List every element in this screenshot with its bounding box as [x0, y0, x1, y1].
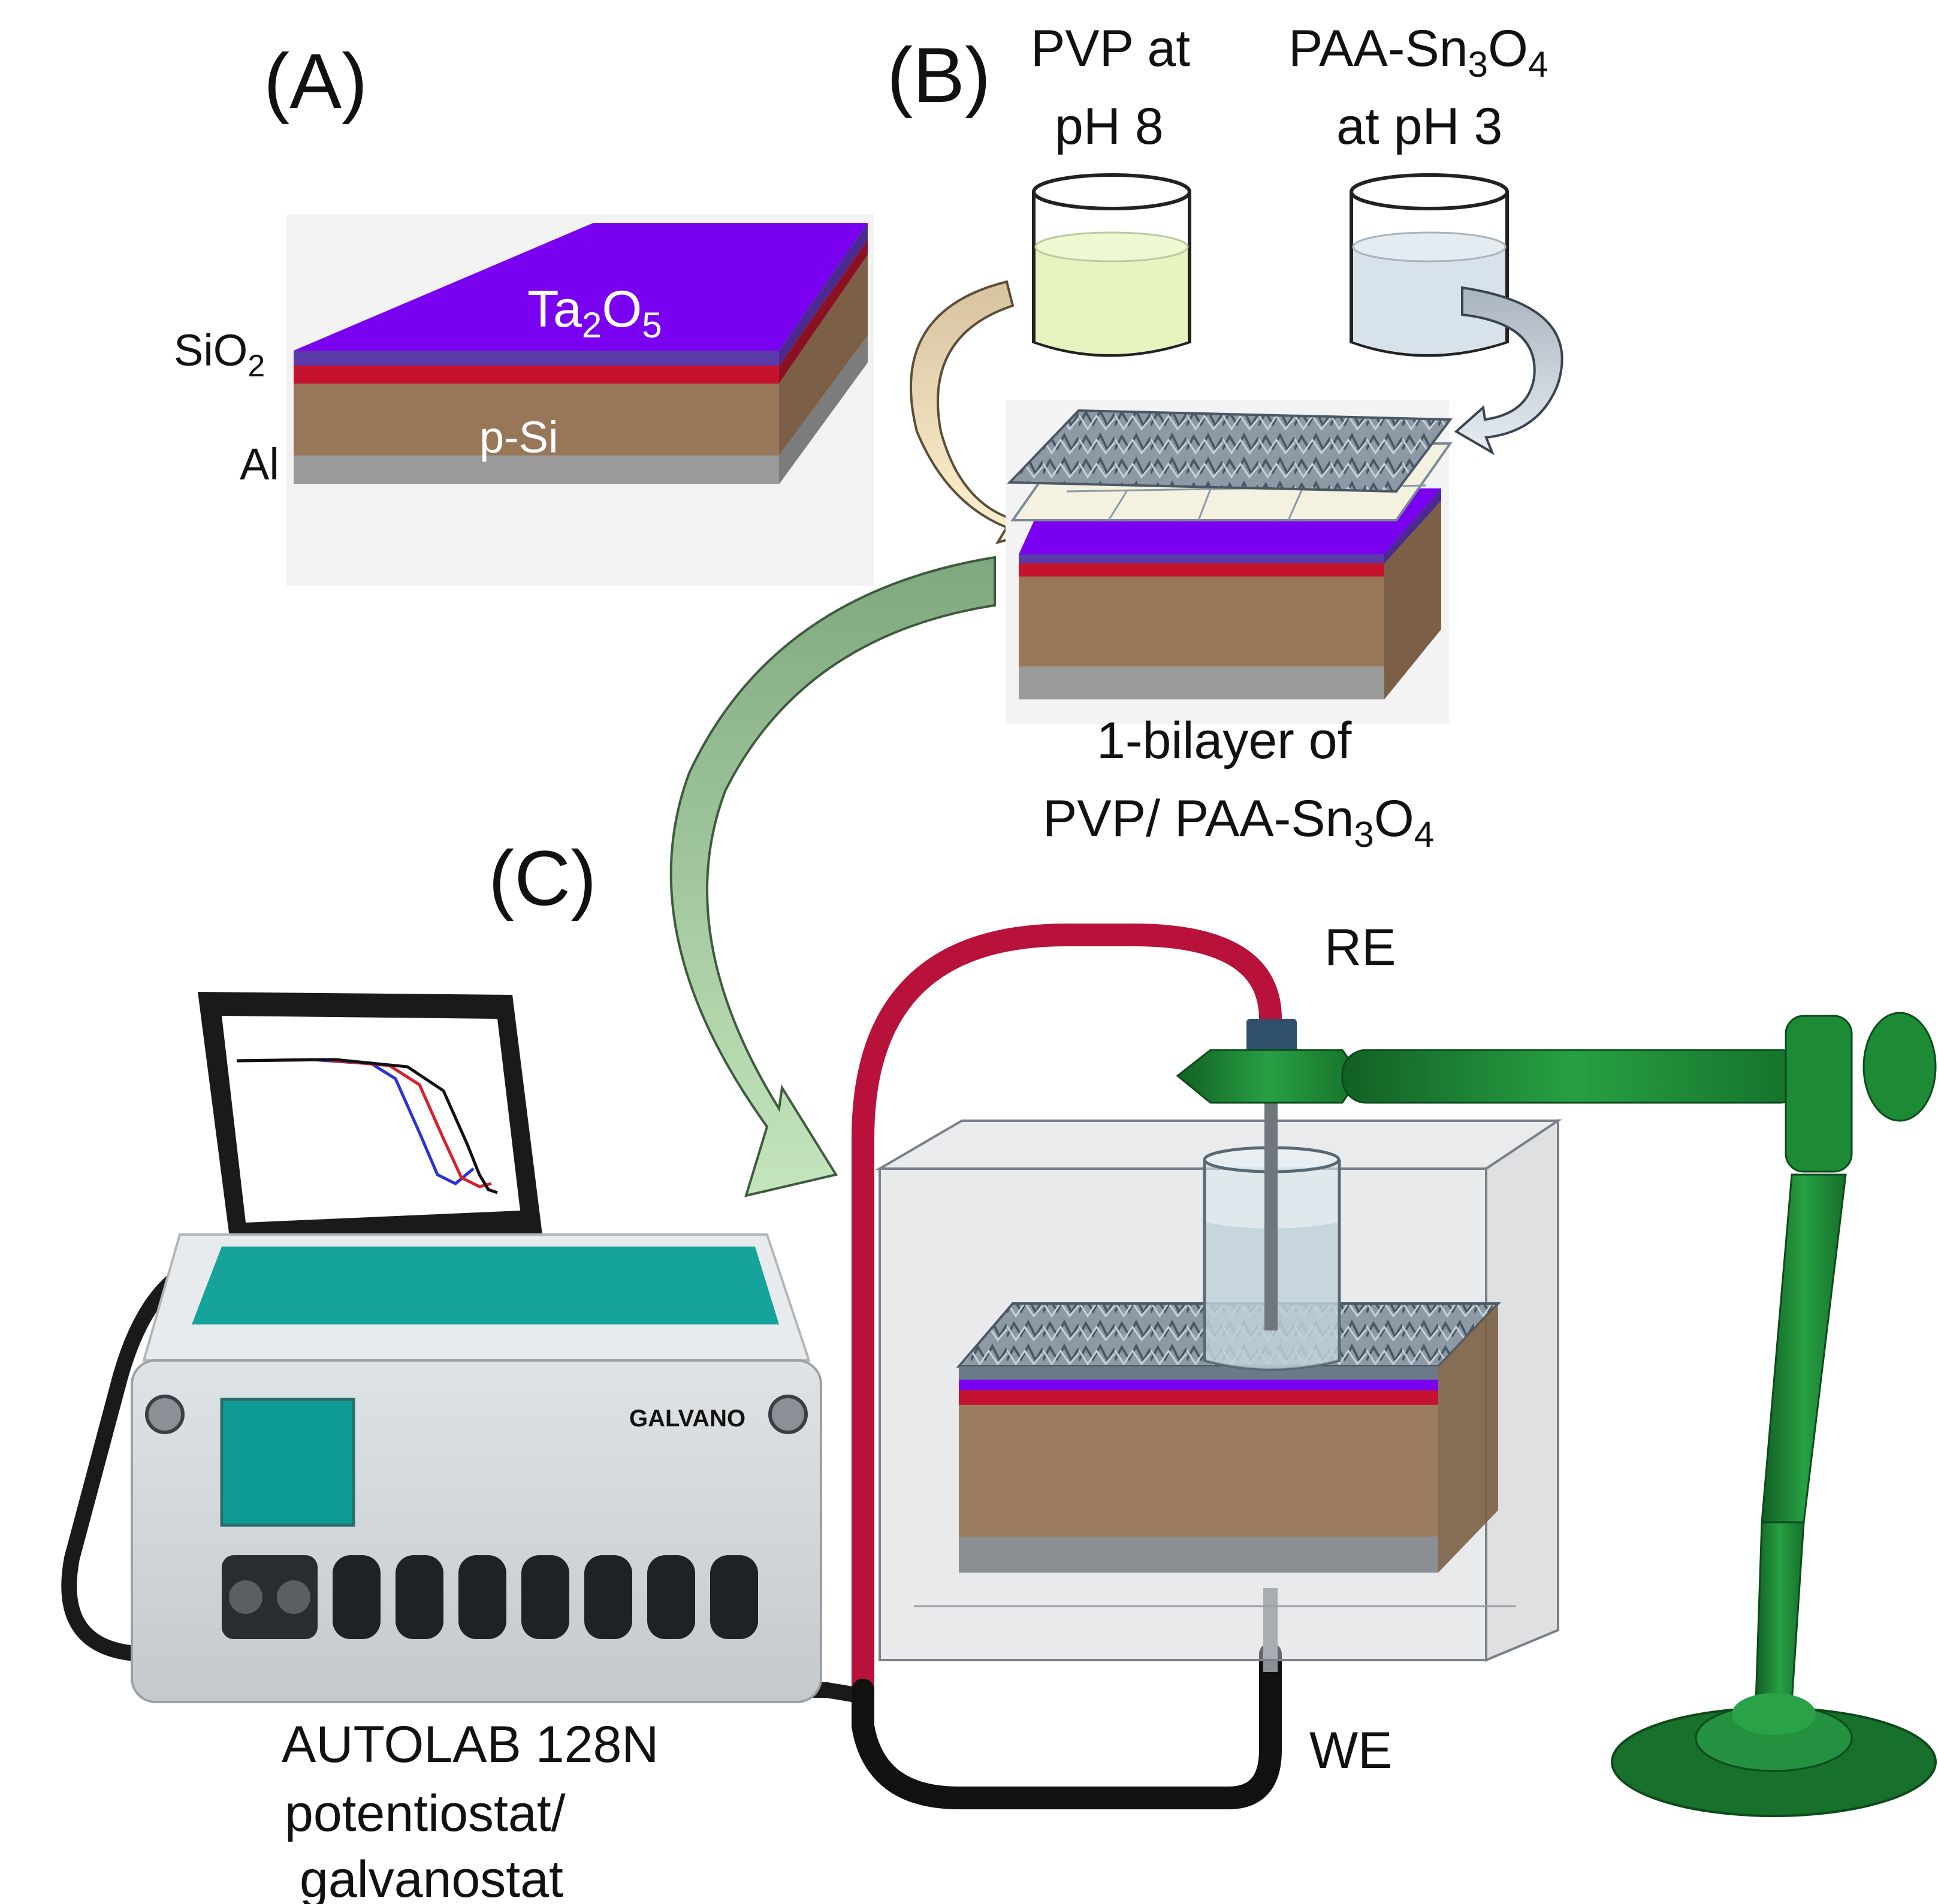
port — [458, 1555, 506, 1639]
instrument-lid — [192, 1247, 779, 1324]
screen-curve-black — [236, 1058, 498, 1194]
port — [710, 1555, 758, 1639]
p-si-label: p-Si — [479, 412, 559, 462]
panel-b-label: (B) — [887, 31, 991, 119]
beaker-icon — [1350, 173, 1509, 357]
stand-arm — [1341, 1049, 1805, 1104]
al-layer — [294, 455, 779, 484]
we-label: WE — [1309, 1722, 1393, 1779]
red-cable — [852, 924, 1282, 1713]
ta2o5-side — [779, 223, 868, 366]
stand-clamp — [1785, 1015, 1853, 1173]
bilayer-substrate — [1007, 409, 1453, 699]
we-rod — [1263, 1588, 1278, 1672]
beaker-icon — [1032, 173, 1191, 357]
port — [647, 1555, 695, 1639]
al-label: Al — [240, 439, 279, 489]
instrument-screw — [145, 1395, 185, 1434]
paa-label-line2: at pH 3 — [1336, 98, 1502, 155]
instrument-brand: GALVANO — [629, 1405, 745, 1432]
sio2-layer — [294, 366, 779, 384]
arrow-pvp-to-substrate — [910, 280, 1033, 545]
stand-rod — [1761, 1173, 1847, 1523]
potentiostat-icon: GALVANO — [131, 1233, 822, 1703]
panel-a-label: (A) — [264, 37, 367, 125]
pvp-label-line1: PVP at — [1031, 20, 1190, 77]
sample-p-si — [959, 1405, 1438, 1537]
pvp-label-line2: pH 8 — [1055, 98, 1164, 155]
p-si-side — [779, 255, 868, 455]
port — [396, 1555, 443, 1639]
ta2o5-label: Ta2O5 — [527, 280, 662, 345]
bilayer-caption-line2: PVP/ PAA-Sn3O4 — [1043, 790, 1434, 855]
instrument-display — [220, 1398, 355, 1527]
ta2o5-front-edge — [294, 351, 779, 366]
arrow-to-measurement — [669, 556, 996, 1197]
panel-a: (A) Ta2O5 p-Si SiO2 Al — [174, 37, 874, 586]
paa-label-line1: PAA-Sn3O4 — [1288, 20, 1548, 85]
panel-c-label: (C) — [488, 834, 596, 922]
port — [584, 1555, 632, 1639]
port — [333, 1555, 381, 1639]
instrument-label-line3: galvanostat — [300, 1851, 563, 1904]
panel-b: (B) PVP at pH 8 PAA-Sn3O4 at pH 3 — [887, 20, 1563, 855]
arrow-paa-to-substrate — [1454, 286, 1563, 455]
paa-sn3o4-layer — [1007, 409, 1453, 493]
sio2-side — [779, 240, 868, 384]
p-si-layer — [294, 384, 779, 455]
bilayer-caption-line1: 1-bilayer of — [1097, 712, 1353, 770]
panel-c: (C) GALVANO — [61, 834, 1937, 1904]
port — [222, 1555, 318, 1639]
re-holder — [1246, 1019, 1297, 1055]
lab-stand-icon — [1176, 1012, 1937, 1817]
ta2o5-top-face — [294, 223, 868, 351]
instrument-label-line2: potentiostat/ — [285, 1785, 566, 1842]
electrochemical-cell — [875, 1118, 1562, 1662]
black-cable — [852, 1643, 1282, 1809]
instrument-label-line1: AUTOLAB 128N — [282, 1716, 659, 1773]
re-label: RE — [1324, 919, 1396, 976]
instrument-screw — [768, 1395, 808, 1434]
al-side — [779, 336, 868, 484]
port — [521, 1555, 569, 1639]
sio2-label: SiO2 — [174, 325, 265, 383]
